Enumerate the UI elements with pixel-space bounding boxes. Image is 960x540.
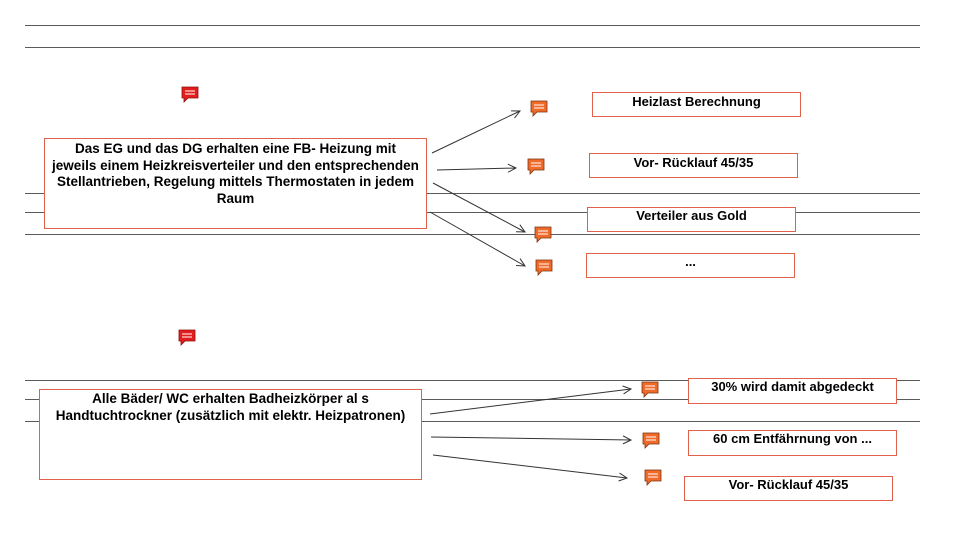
main-box-text: Das EG und das DG erhalten eine FB- Heiz… xyxy=(52,141,419,206)
rule-line xyxy=(25,25,920,26)
rule-line xyxy=(25,399,920,400)
rule-line xyxy=(25,421,920,422)
comment-icon[interactable] xyxy=(533,225,553,245)
comment-icon[interactable] xyxy=(640,380,660,400)
comment-icon[interactable] xyxy=(534,258,554,278)
item-box-label: Vor- Rücklauf 45/35 xyxy=(633,155,754,170)
arrow-1-3 xyxy=(432,182,525,232)
arrow-1-2 xyxy=(436,168,516,170)
item-box[interactable]: Heizlast Berechnung xyxy=(592,92,801,117)
arrow-2-2 xyxy=(430,437,631,440)
item-box[interactable]: Vor- Rücklauf 45/35 xyxy=(684,476,893,501)
item-box[interactable]: ... xyxy=(586,253,795,278)
item-box-label: 60 cm Entfährnung von ... xyxy=(713,431,872,446)
rule-line xyxy=(25,193,920,194)
rule-line xyxy=(25,380,920,381)
item-box-label: Heizlast Berechnung xyxy=(632,94,761,109)
main-box-floor-heating[interactable]: Das EG und das DG erhalten eine FB- Heiz… xyxy=(44,138,427,229)
item-box-label: ... xyxy=(685,254,696,269)
item-box[interactable]: 60 cm Entfährnung von ... xyxy=(688,430,897,456)
rule-line xyxy=(25,234,920,235)
item-box-label: Verteiler aus Gold xyxy=(636,208,747,223)
arrow-2-3 xyxy=(432,454,627,478)
comment-icon[interactable] xyxy=(180,85,200,105)
arrow-1-4 xyxy=(429,211,525,266)
comment-icon[interactable] xyxy=(529,99,549,119)
arrow-1-1 xyxy=(431,111,520,154)
arrow-2-1 xyxy=(429,389,631,415)
rule-line xyxy=(25,47,920,48)
item-box-label: 30% wird damit abgedeckt xyxy=(711,379,874,394)
item-box[interactable]: Verteiler aus Gold xyxy=(587,207,796,232)
item-box-label: Vor- Rücklauf 45/35 xyxy=(728,477,849,492)
item-box[interactable]: 30% wird damit abgedeckt xyxy=(688,378,897,404)
main-box-bathroom-heating[interactable]: Alle Bäder/ WC erhalten Badheizkörper al… xyxy=(39,389,422,480)
comment-icon[interactable] xyxy=(177,328,197,348)
comment-icon[interactable] xyxy=(643,468,663,488)
item-box[interactable]: Vor- Rücklauf 45/35 xyxy=(589,153,798,178)
comment-icon[interactable] xyxy=(641,431,661,451)
comment-icon[interactable] xyxy=(526,157,546,177)
main-box-text: Alle Bäder/ WC erhalten Badheizkörper al… xyxy=(55,391,406,423)
rule-line xyxy=(25,212,920,213)
